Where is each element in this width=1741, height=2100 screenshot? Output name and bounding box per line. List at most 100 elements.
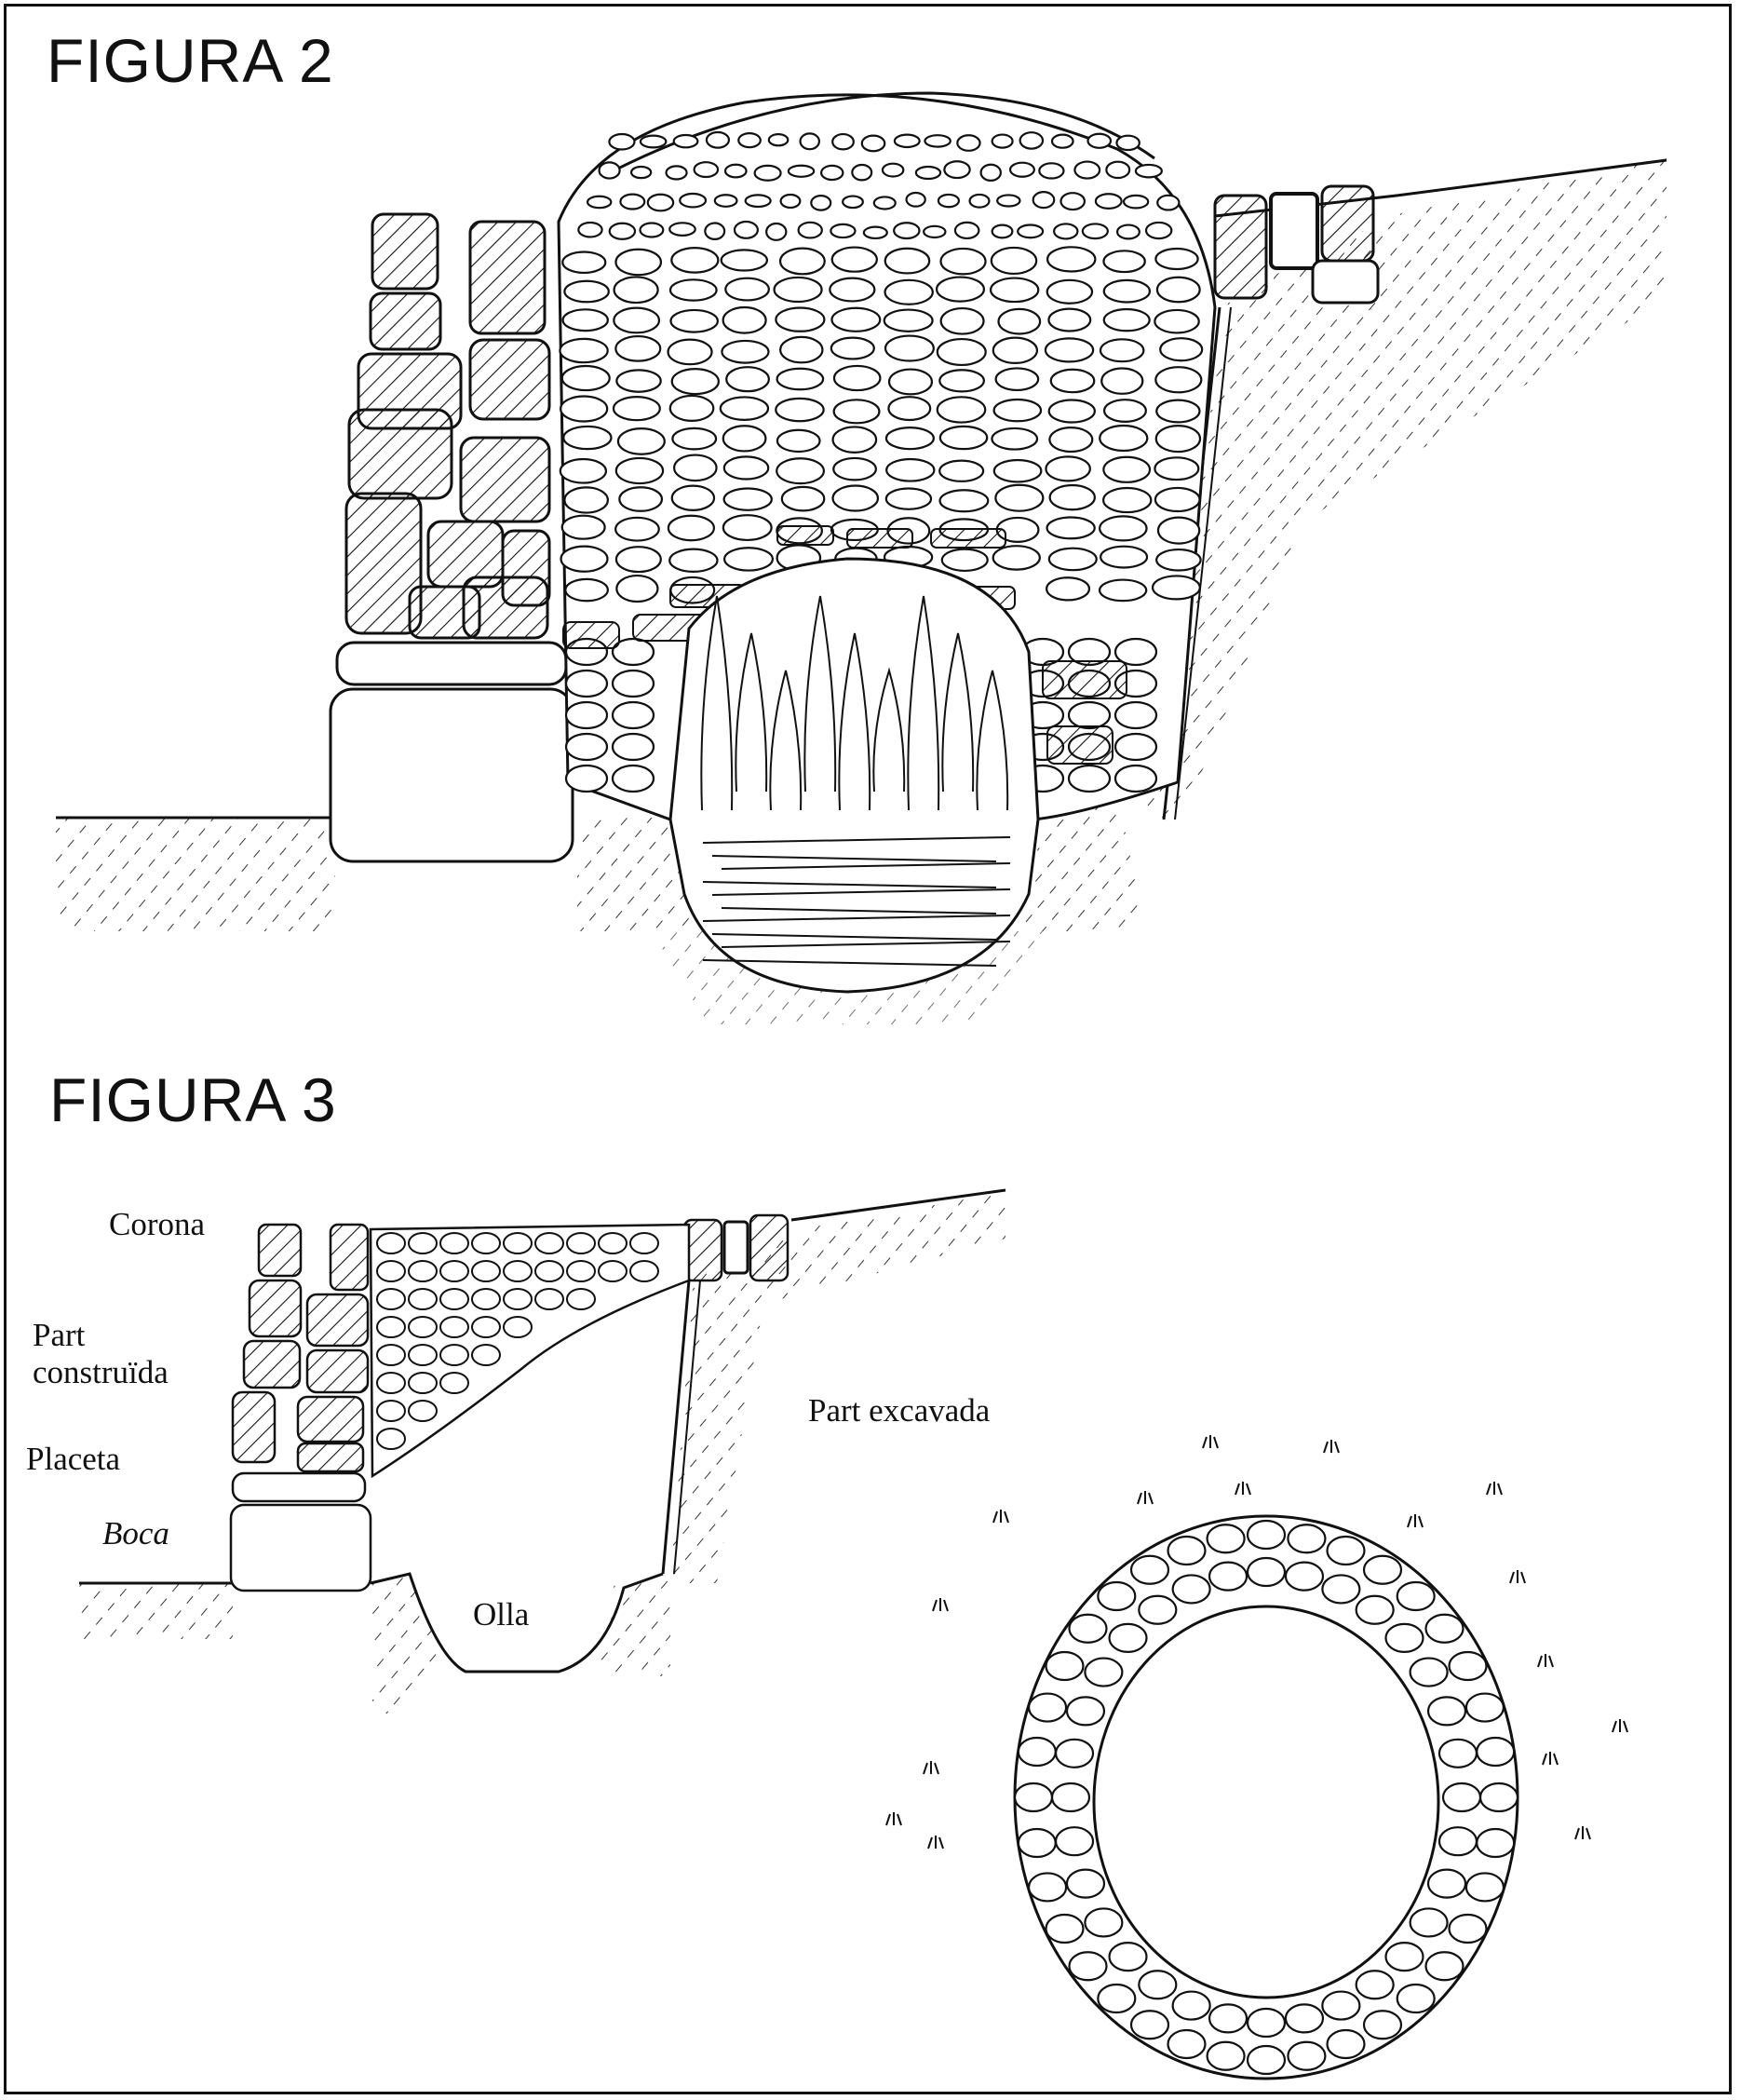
dome-stone	[885, 457, 936, 482]
dome-stone	[997, 307, 1042, 335]
dome-stone	[1100, 545, 1149, 569]
dome-stone	[1100, 367, 1144, 395]
wood-log	[702, 915, 1011, 922]
left-wall	[329, 212, 574, 863]
ring-stone	[1478, 1782, 1519, 1813]
dome-stone	[614, 248, 663, 277]
grass-tuft	[1542, 1752, 1559, 1766]
dome-stone	[671, 427, 718, 451]
dome-stone	[1102, 455, 1152, 483]
ring-stone	[1409, 1907, 1449, 1938]
dome-stone	[773, 276, 823, 304]
dome-stone	[810, 195, 832, 211]
dome-stone	[992, 336, 1039, 365]
dome-stone	[723, 163, 748, 179]
dome-stone	[787, 164, 816, 178]
ring-stone	[1027, 1692, 1068, 1723]
flame-stroke	[872, 667, 906, 793]
dome-stone	[953, 221, 980, 240]
dome-stone	[937, 193, 961, 209]
dome-stone	[753, 164, 782, 182]
dome-stone	[615, 574, 659, 603]
wood-log	[702, 836, 1011, 844]
dome-stone	[884, 426, 935, 451]
ring-stone	[1321, 1574, 1361, 1605]
dome-stone	[679, 192, 708, 209]
dome-stone	[613, 276, 659, 305]
fig3-stone	[408, 1232, 438, 1254]
flame-stroke	[735, 632, 768, 793]
dome-stone	[996, 194, 1021, 208]
dome-stone	[615, 369, 662, 393]
dome-stone	[767, 133, 790, 147]
dome-stone	[1073, 160, 1101, 180]
dome-stone	[819, 164, 844, 182]
figure-3-title: FIGURA 3	[49, 1065, 337, 1134]
ring-stone	[1464, 1692, 1505, 1723]
dome-stone	[1038, 162, 1065, 180]
fig3-left-wall	[229, 1223, 372, 1592]
dome-stone	[1115, 224, 1140, 240]
dome-stone	[924, 134, 951, 148]
ring-stone	[1464, 1872, 1505, 1903]
dome-stone	[1081, 223, 1109, 240]
fig3-stone	[471, 1316, 501, 1338]
ring-stone	[1284, 2003, 1325, 2034]
dome-stone	[851, 163, 873, 182]
label-construida: construïda	[33, 1354, 169, 1390]
dome-stone	[670, 368, 720, 396]
dome-stone	[914, 165, 942, 181]
dome-stone	[1102, 399, 1147, 423]
ring-stone	[1129, 1554, 1170, 1585]
ring-stone	[1424, 1951, 1464, 1982]
wood-log	[702, 959, 997, 967]
dome-stone	[1155, 276, 1201, 304]
dome-stone	[564, 732, 609, 762]
fig3-stone	[629, 1232, 659, 1254]
figure-2-title: FIGURA 2	[47, 26, 334, 95]
dome-stone	[564, 764, 609, 793]
dome-stone	[722, 455, 770, 481]
dome-stone	[923, 224, 947, 239]
grass-tuft	[1537, 1654, 1554, 1668]
dome-stone	[611, 700, 655, 730]
figure-3-labeled-section	[79, 1188, 1628, 2080]
ring-stone	[1054, 1738, 1095, 1768]
dome-stone	[1113, 637, 1158, 667]
fig3-stone	[503, 1316, 533, 1338]
dome-stone	[586, 195, 613, 210]
dome-stone	[563, 486, 609, 514]
wood-log	[721, 907, 997, 915]
fig3-stone	[471, 1232, 501, 1254]
ring-stone	[1206, 1524, 1246, 1554]
fig3-stone	[598, 1260, 628, 1282]
dome-stone	[938, 459, 985, 482]
dome-stone	[780, 485, 826, 512]
dome-stone	[893, 222, 921, 240]
dome-stone	[561, 251, 607, 275]
fig3-stone	[503, 1288, 533, 1310]
ring-stone	[1287, 1524, 1327, 1554]
dome-stone	[778, 247, 826, 276]
dome-stone	[564, 700, 609, 730]
ring-stone	[1208, 1561, 1248, 1592]
fig3-stone	[408, 1288, 438, 1310]
dome-stone	[1046, 246, 1097, 273]
dome-stone	[832, 456, 877, 481]
dome-stone	[562, 425, 613, 451]
dome-stone	[829, 277, 876, 303]
ring-stone	[1054, 1826, 1095, 1857]
dome-stone	[1154, 308, 1200, 334]
dome-stone	[1113, 732, 1158, 762]
dome-stone	[956, 134, 981, 152]
dome-stone	[1099, 338, 1145, 363]
ring-stone	[1108, 1942, 1148, 1972]
ring-stone	[1246, 2044, 1287, 2076]
ring-stone	[1084, 1907, 1124, 1938]
dome-stone	[775, 306, 826, 332]
dome-stone	[832, 399, 881, 425]
dome-stone	[990, 246, 1038, 276]
dome-stone	[1046, 576, 1091, 602]
dome-stone	[1102, 307, 1151, 332]
fig3-stone	[503, 1232, 533, 1254]
